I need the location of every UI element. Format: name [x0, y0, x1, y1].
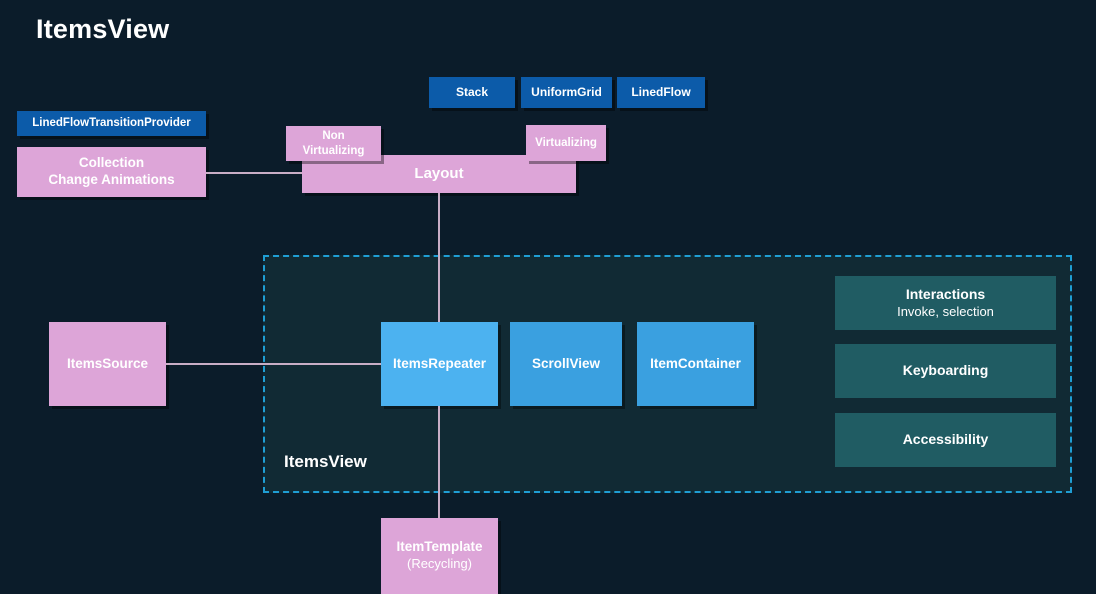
- layout-tab-stack-label: Stack: [455, 85, 489, 99]
- feature-keyboarding-title: Keyboarding: [902, 362, 989, 379]
- items-source-box[interactable]: ItemsSource: [49, 322, 166, 406]
- item-container-label: ItemContainer: [650, 355, 741, 371]
- item-template-box[interactable]: ItemTemplate (Recycling): [381, 518, 498, 594]
- layout-tab-uniformgrid-label: UniformGrid: [531, 85, 602, 99]
- layout-tab-uniformgrid[interactable]: UniformGrid: [521, 77, 612, 108]
- feature-interactions-box[interactable]: Interactions Invoke, selection: [835, 276, 1056, 330]
- non-virtualizing-line1: Non: [322, 130, 345, 143]
- item-container-box[interactable]: ItemContainer: [637, 322, 754, 406]
- virtualizing-label: Virtualizing: [535, 136, 597, 149]
- connector-layout-to-itemsrepeater-inner: [438, 255, 440, 323]
- items-repeater-box[interactable]: ItemsRepeater: [381, 322, 498, 406]
- layout-tab-linedflow[interactable]: LinedFlow: [617, 77, 705, 108]
- layout-tab-linedflow-label: LinedFlow: [631, 85, 691, 99]
- items-view-region-label: ItemsView: [284, 452, 367, 471]
- feature-accessibility-title: Accessibility: [902, 431, 989, 448]
- scroll-view-box[interactable]: ScrollView: [510, 322, 622, 406]
- connector-itemsrepeater-to-itemtemplate: [438, 406, 440, 520]
- layout-box[interactable]: Layout: [302, 155, 576, 193]
- feature-keyboarding-box[interactable]: Keyboarding: [835, 344, 1056, 398]
- non-virtualizing-line2: Virtualizing: [302, 144, 365, 157]
- layout-tab-stack[interactable]: Stack: [429, 77, 515, 108]
- collection-change-animations-line2: Change Animations: [48, 172, 175, 187]
- collection-change-animations-line1: Collection: [78, 155, 145, 171]
- linedflow-transition-provider-label: LinedFlowTransitionProvider: [32, 117, 191, 130]
- item-template-line1: ItemTemplate: [396, 539, 483, 555]
- collection-change-animations-box[interactable]: Collection Change Animations: [17, 147, 206, 197]
- linedflow-transition-provider-box[interactable]: LinedFlowTransitionProvider: [17, 111, 206, 136]
- items-repeater-label: ItemsRepeater: [392, 355, 487, 371]
- feature-accessibility-box[interactable]: Accessibility: [835, 413, 1056, 467]
- items-source-label: ItemsSource: [66, 355, 149, 371]
- item-template-line2: (Recycling): [406, 556, 472, 572]
- scroll-view-label: ScrollView: [531, 355, 601, 371]
- virtualizing-box[interactable]: Virtualizing: [526, 125, 606, 161]
- non-virtualizing-box[interactable]: Non Virtualizing: [286, 126, 381, 161]
- page-title: ItemsView: [36, 14, 170, 44]
- feature-interactions-title: Interactions: [905, 286, 986, 303]
- feature-interactions-subtitle: Invoke, selection: [897, 303, 994, 319]
- connector-itemssource-to-itemsrepeater: [166, 363, 381, 365]
- connector-animations-to-layout: [206, 172, 302, 174]
- layout-box-label: Layout: [414, 164, 464, 182]
